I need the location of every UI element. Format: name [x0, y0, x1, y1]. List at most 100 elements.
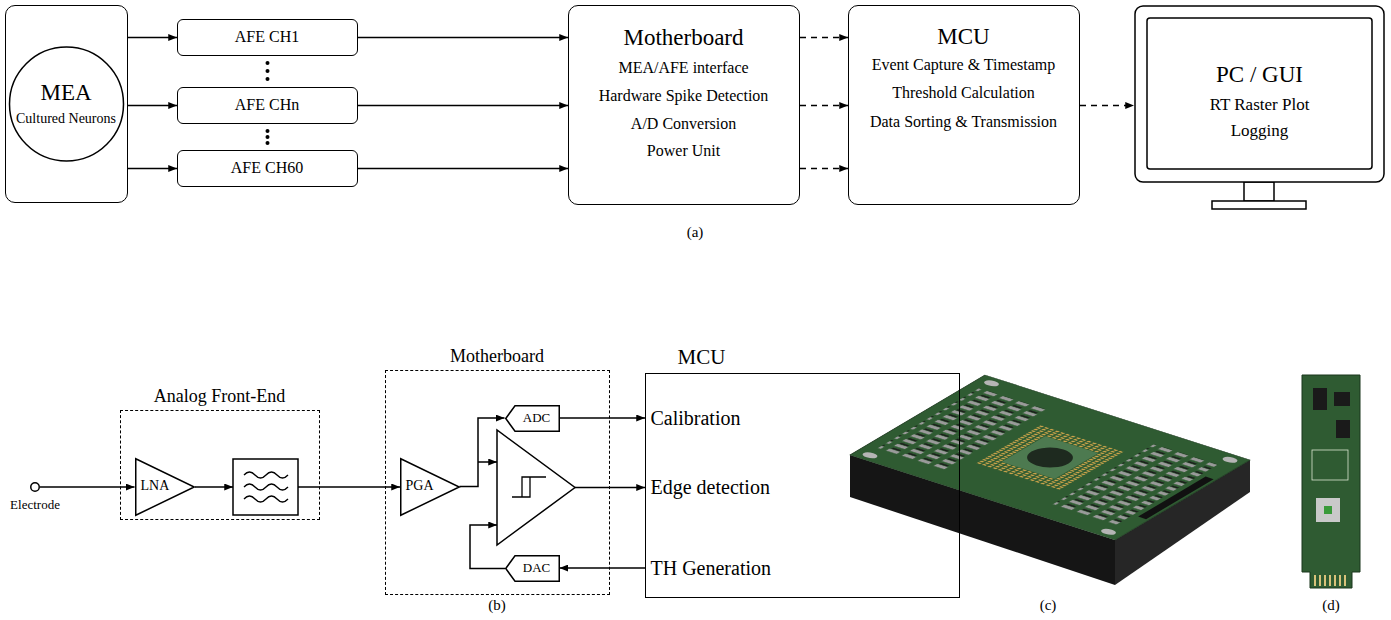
block-label: PGA: [406, 478, 434, 495]
subfigure-label: (a): [687, 223, 704, 241]
connector-arrow: [358, 37, 568, 39]
electrode-terminal-outline: [31, 483, 40, 492]
function-line: Logging: [1231, 121, 1289, 141]
converter-block: ADC: [505, 405, 560, 432]
ellipsis-dots: [266, 135, 270, 139]
function-line: RT Raster Plot: [1210, 95, 1310, 115]
board-photo: [850, 375, 1250, 540]
connector-arrow: [800, 168, 848, 170]
block-label: LNA: [141, 478, 170, 495]
motherboard-group: MotherboardPGAADCDAC: [385, 370, 610, 595]
connector-arrow: [128, 168, 177, 170]
filter-symbol: [244, 472, 288, 502]
ellipsis-dots: [266, 141, 270, 145]
block-heading: MCU: [678, 345, 726, 370]
small-board-photo: [1302, 375, 1360, 588]
comparator-symbol: [497, 430, 575, 545]
comparator-symbol: [512, 477, 546, 497]
small-board-photo: [1302, 375, 1360, 588]
function-line: Edge detection: [651, 475, 770, 499]
node-title: Motherboard: [623, 24, 743, 52]
connector-arrow: [358, 105, 568, 107]
board-photo: [860, 451, 880, 459]
afe-channel-box: AFE CHn: [177, 87, 358, 124]
block-label: DAC: [523, 560, 550, 576]
board-photo: [1220, 456, 1240, 464]
board-photo: [982, 379, 1002, 387]
small-board-photo: [1314, 575, 1346, 586]
subfigure-label: (d): [1322, 596, 1340, 614]
node-subtitle: Cultured Neurons: [16, 111, 116, 128]
signal-wire: [195, 486, 233, 488]
pc-monitor: PC / GUI RT Raster PlotLogging: [1134, 5, 1385, 210]
ellipsis-dots: [266, 129, 270, 133]
function-line: Power Unit: [647, 141, 720, 160]
function-line: Threshold Calculation: [892, 83, 1035, 102]
subfigure-label: (c): [1040, 596, 1057, 614]
motherboard-box: MotherboardMEA/AFE interfaceHardware Spi…: [568, 5, 800, 205]
small-board-photo: [1316, 498, 1340, 522]
analog-front-end-group: Analog Front-EndLNA: [120, 410, 320, 520]
ellipsis-dots: [266, 77, 270, 81]
small-board-photo: [1314, 575, 1316, 586]
amplifier-triangle: LNA: [135, 458, 195, 516]
subfigure-label: (b): [488, 596, 506, 614]
function-line: A/D Conversion: [631, 114, 736, 133]
ellipsis-dots: [266, 61, 270, 65]
channel-label: AFE CHn: [235, 95, 299, 114]
node-title: MEA: [40, 79, 91, 107]
board-photo: [1018, 444, 1082, 472]
node-title: MCU: [937, 23, 989, 51]
board-photo: [1099, 528, 1119, 536]
amplifier-triangle-outline: [135, 458, 194, 515]
block-label: ADC: [523, 410, 550, 426]
signal-wire: [478, 461, 497, 463]
mcu-box: MCUEvent Capture & TimestampThreshold Ca…: [848, 5, 1080, 205]
converter-block-outline: [505, 405, 559, 431]
small-board-photo: [1313, 388, 1327, 410]
connector-arrow: [800, 37, 848, 39]
channel-label: AFE CH1: [235, 27, 299, 46]
function-line: Hardware Spike Detection: [599, 86, 769, 105]
signal-wire: [575, 487, 645, 489]
amplifier-triangle-outline: [400, 458, 459, 515]
small-board-photo: [1329, 575, 1331, 586]
function-line: TH Generation: [651, 556, 772, 580]
connector-arrow: [128, 105, 177, 107]
connector-arrow: [128, 37, 177, 39]
board-photo: [975, 425, 1125, 491]
connector-arrow: [560, 567, 646, 569]
small-board-photo: [1334, 575, 1336, 586]
small-board-photo: [1339, 575, 1341, 586]
ellipsis-dots: [266, 69, 270, 73]
board-photo: [1138, 477, 1213, 520]
connector-arrow: [800, 105, 848, 107]
node-title: PC / GUI: [1216, 61, 1303, 89]
function-line: MEA/AFE interface: [618, 58, 748, 77]
board-photo: [850, 375, 1250, 540]
electrode-terminal-outline: [30, 482, 40, 492]
board-photo: [1002, 436, 1098, 479]
filter-symbol: [233, 459, 298, 515]
afe-channel-box: AFE CH60: [177, 150, 358, 187]
amplifier-triangle: PGA: [400, 458, 460, 516]
small-board-photo: [1344, 575, 1346, 586]
connector-arrow: [358, 168, 568, 170]
small-board-photo: [1334, 392, 1350, 406]
channel-label: AFE CH60: [231, 158, 303, 177]
terminal-label: Electrode: [10, 497, 60, 513]
function-line: Data Sorting & Transmission: [870, 112, 1057, 131]
small-board-photo: [1336, 420, 1350, 438]
pc-monitor-outline: [1135, 6, 1384, 209]
mea-circle: [10, 47, 124, 161]
filter-symbol: [233, 459, 298, 515]
electrode-terminal: Electrode: [30, 482, 40, 492]
converter-block: DAC: [505, 555, 560, 582]
small-board-photo: [1312, 450, 1348, 480]
comparator-symbol: [497, 430, 575, 545]
small-board-photo: [1324, 506, 1332, 514]
mea-box: MEA Cultured Neurons: [5, 5, 128, 203]
mcu-block: MCUCalibrationEdge detectionTH Generatio…: [645, 373, 960, 598]
converter-block-outline: [505, 555, 559, 581]
connector-arrow: [460, 418, 505, 487]
